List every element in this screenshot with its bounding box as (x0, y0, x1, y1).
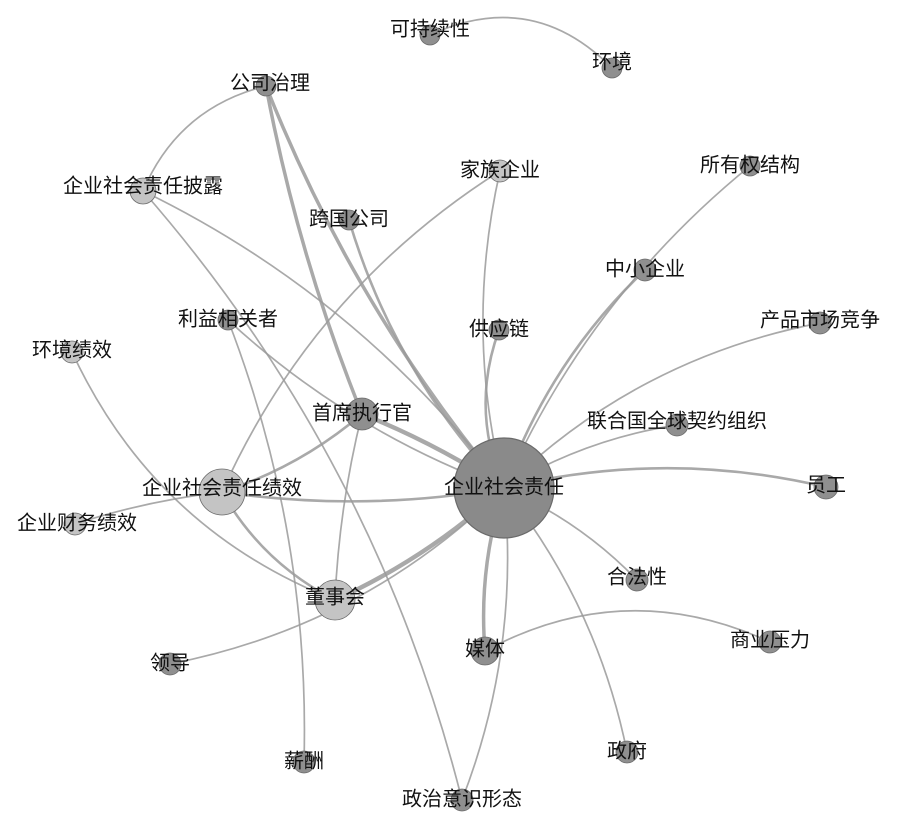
node-govt[interactable] (615, 740, 639, 764)
node-ownership[interactable] (739, 155, 761, 177)
node-label-leader: 领导 (150, 651, 190, 675)
edge-media-pressure (484, 609, 771, 652)
node-label-ideology: 政治意识形态 (402, 787, 522, 811)
edge-gov-disclosure (142, 85, 267, 192)
edge-ownership-csr (503, 165, 751, 489)
edge-disclosure-ideology (142, 190, 463, 801)
node-pressure[interactable] (758, 630, 782, 654)
node-csrperf[interactable] (198, 468, 246, 516)
node-sustain[interactable] (419, 24, 441, 46)
edge-family-csrperf (221, 170, 501, 493)
node-market[interactable] (808, 311, 832, 335)
node-media[interactable] (470, 636, 500, 666)
node-label-supply: 供应链 (469, 317, 529, 341)
node-gov[interactable] (255, 75, 277, 97)
node-legit[interactable] (625, 568, 649, 592)
edge-stakeholder-pay (227, 319, 306, 763)
node-label-mnc: 跨国公司 (309, 207, 389, 231)
node-label-employee: 员工 (806, 473, 846, 497)
node-ceo[interactable] (345, 397, 379, 431)
edge-envperf-board (71, 351, 336, 601)
node-label-sustain: 可持续性 (390, 17, 470, 41)
node-label-board: 董事会 (305, 585, 365, 609)
node-leader[interactable] (158, 652, 182, 676)
node-env[interactable] (601, 57, 623, 79)
node-board[interactable] (314, 579, 356, 621)
node-pay[interactable] (292, 750, 316, 774)
node-label-ownership: 所有权结构 (700, 153, 800, 177)
edge-sustain-env (429, 16, 613, 69)
node-stakeholder[interactable] (217, 309, 239, 331)
node-ungc[interactable] (665, 413, 689, 437)
node-layer (60, 24, 839, 812)
node-label-gov: 公司治理 (230, 71, 310, 95)
node-mnc[interactable] (338, 209, 360, 231)
node-disclosure[interactable] (129, 177, 157, 205)
node-label-env: 环境 (592, 50, 632, 74)
node-ideology[interactable] (450, 788, 474, 812)
node-label-media: 媒体 (465, 637, 505, 661)
node-employee[interactable] (813, 474, 839, 500)
node-supply[interactable] (488, 319, 510, 341)
node-sme[interactable] (633, 258, 657, 282)
node-label-sme: 中小企业 (605, 257, 685, 281)
edge-disclosure-csr (142, 190, 505, 489)
node-finperf[interactable] (63, 512, 87, 536)
node-csr[interactable] (453, 437, 555, 539)
node-label-csr: 企业社会责任 (444, 475, 564, 499)
node-label-disclosure: 企业社会责任披露 (63, 174, 223, 198)
edge-ceo-board (334, 413, 363, 601)
node-label-finperf: 企业财务绩效 (17, 511, 137, 535)
node-label-market: 产品市场竞争 (760, 308, 880, 332)
node-label-ceo: 首席执行官 (312, 401, 412, 425)
node-label-csrperf: 企业社会责任绩效 (142, 476, 302, 500)
node-label-pay: 薪酬 (284, 749, 324, 773)
node-label-stakeholder: 利益相关者 (178, 307, 278, 331)
node-label-pressure: 商业压力 (730, 628, 810, 652)
node-label-legit: 合法性 (607, 565, 667, 589)
node-label-govt: 政府 (607, 739, 647, 763)
edge-gov-ceo (264, 85, 364, 415)
node-label-ungc: 联合国全球契约组织 (587, 409, 767, 433)
node-label-family: 家族企业 (460, 158, 540, 182)
node-family[interactable] (488, 159, 512, 183)
node-label-envperf: 环境绩效 (32, 338, 112, 362)
node-envperf[interactable] (60, 340, 84, 364)
